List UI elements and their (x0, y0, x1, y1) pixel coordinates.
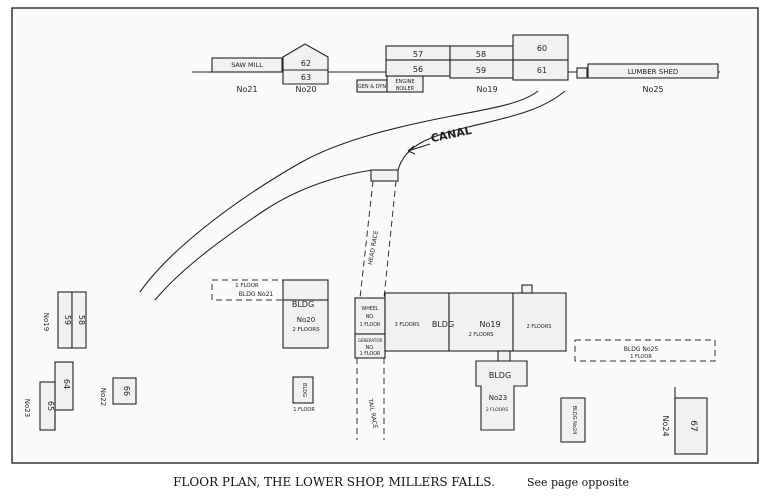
room-64: 64 (62, 379, 71, 389)
bldg19-cupola (521, 284, 533, 294)
bldg19-mid-floors: 2 FLOORS (469, 332, 494, 338)
bldg23-bldg: BLDG (489, 371, 511, 380)
room-61-box (512, 59, 569, 81)
bldg19-right (512, 292, 567, 352)
wheel-room (354, 297, 386, 335)
left-no23-label: No23 (23, 399, 31, 417)
bldg23-no: No23 (489, 394, 507, 402)
engine-label: ENGINE (395, 79, 414, 85)
bldg23-stem (497, 350, 511, 362)
bldg19-bldg: BLDG (432, 320, 454, 329)
bldg23 (475, 360, 528, 431)
bldg20-upper (282, 279, 329, 301)
bldg21-name: BLDG No21 (239, 291, 274, 298)
bldg21-floors: 1 FLOOR (235, 283, 259, 289)
room-60: 60 (537, 44, 547, 53)
left-no19-label: No19 (42, 313, 50, 331)
wheel-line2: NO. (366, 314, 375, 320)
small-bldg-floor: 1 FLOOR (293, 407, 315, 413)
bldg20-floors: 2 FLOORS (292, 327, 320, 333)
saw-mill-label: SAW MILL (231, 61, 263, 69)
forebay (370, 169, 399, 182)
no19-top-label: No19 (476, 85, 497, 94)
saw-mill (211, 57, 283, 73)
room-66: 66 (122, 386, 131, 396)
no20-top-label: No20 (295, 85, 316, 94)
caption-note: See page opposite (527, 476, 629, 489)
bldg19-no: No19 (479, 320, 500, 329)
room-59: 59 (476, 66, 486, 75)
no24-label: No24 (661, 415, 670, 436)
bldg19-right-floors: 2 FLOORS (527, 324, 552, 330)
lumber-shed (587, 63, 719, 79)
small-bldg (292, 376, 314, 404)
wheel-line3: 1 FLOOR (360, 322, 381, 328)
room-58: 58 (476, 50, 486, 59)
wheel-line1: WHEEL (361, 306, 378, 312)
no25-top-label: No25 (642, 85, 663, 94)
gen-line3: 1 FLOOR (360, 351, 381, 357)
room-58b: 58 (77, 315, 86, 325)
lumber-shed-label: LUMBER SHED (628, 68, 679, 76)
room-65-box (39, 381, 56, 431)
gen-line1: GENERATOR (358, 338, 383, 343)
bldg19-left-floors: 3 FLOORS (395, 322, 420, 328)
gen-dyn-label: GEN & DYN (358, 84, 386, 90)
room-63: 63 (301, 73, 311, 82)
room-66-box (112, 377, 137, 405)
room-60-box (512, 34, 569, 61)
canal-bank-inner (154, 169, 373, 301)
small-bldg-label: BLDG (301, 383, 307, 397)
canal-flow-arrow (407, 143, 431, 155)
boiler-label: BOILER (396, 86, 415, 92)
lumber-shed-small (576, 67, 588, 79)
room-67: 67 (688, 420, 698, 431)
bldg25 (574, 339, 716, 362)
room-56: 56 (413, 65, 423, 74)
bldg23-floors: 2 FLOORS (486, 407, 508, 413)
no22-label: No22 (99, 388, 107, 406)
room-67-box (674, 397, 708, 455)
generator-room (354, 333, 386, 359)
room-61: 61 (537, 66, 547, 75)
bldg24-small (560, 397, 586, 443)
room-58b-box (71, 291, 87, 349)
room-57: 57 (413, 50, 423, 59)
caption-main: FLOOR PLAN, THE LOWER SHOP, MILLERS FALL… (173, 475, 495, 489)
bldg25-floors: 1 FLOOR (630, 354, 652, 360)
bldg20-name: BLDG (292, 300, 314, 309)
bldg20-no: No20 (297, 316, 315, 324)
bldg24-small-label: BLDG No24 (571, 406, 577, 435)
bldg25-name: BLDG No25 (624, 346, 659, 353)
no21-top-label: No21 (236, 85, 257, 94)
room-59b: 59 (63, 315, 72, 325)
room-62: 62 (301, 59, 311, 68)
canal-bank-lower (139, 90, 539, 293)
room-65: 65 (46, 401, 55, 411)
gen-line2: NO. (366, 345, 375, 351)
